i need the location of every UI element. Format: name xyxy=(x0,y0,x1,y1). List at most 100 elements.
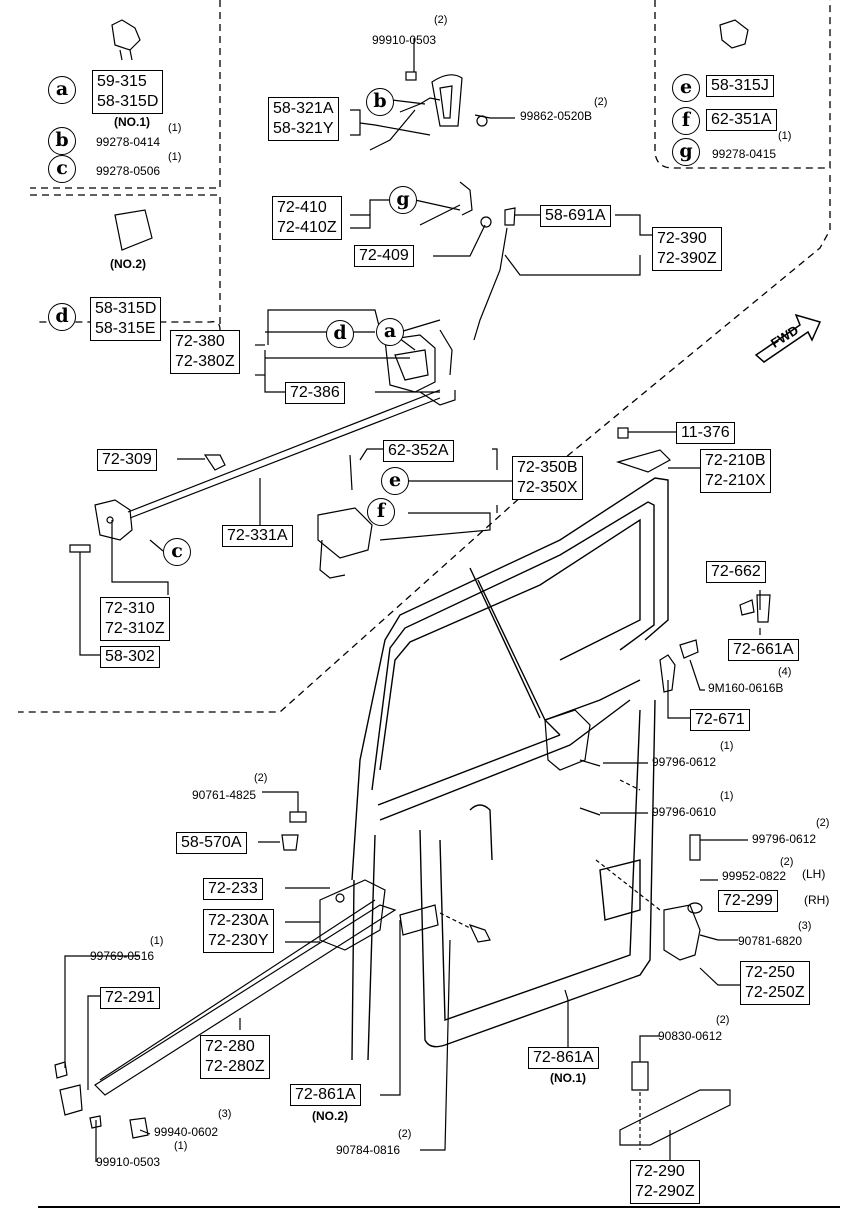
part-58-691A: 58-691A xyxy=(540,205,611,227)
part-box-a: 59-315 58-315D xyxy=(92,70,164,114)
part-72-661A: 72-661A xyxy=(728,639,799,661)
part-72-380: 72-380 72-380Z xyxy=(170,330,240,374)
part-58-302: 58-302 xyxy=(100,646,160,668)
qty-90784: (2) xyxy=(398,1128,412,1140)
part-58-315D-d: 58-315D xyxy=(95,300,157,317)
part-62-352A: 62-352A xyxy=(383,440,454,462)
part-72-230Y: 72-230Y xyxy=(208,932,269,949)
part-72-210B: 72-210B xyxy=(705,452,766,469)
part-72-350: 72-350B 72-350X xyxy=(512,456,583,500)
qty-c: (1) xyxy=(168,151,182,163)
part-72-409: 72-409 xyxy=(354,245,414,267)
qty-99910-bot: (1) xyxy=(174,1140,188,1152)
part-72-280Z: 72-280Z xyxy=(205,1058,265,1075)
qty-9m160: (4) xyxy=(778,666,792,678)
part-72-310Z: 72-310Z xyxy=(105,620,165,637)
part-72-310-a: 72-310 xyxy=(105,600,155,617)
note-rh: (RH) xyxy=(804,893,830,907)
part-72-386: 72-386 xyxy=(285,382,345,404)
part-72-671: 72-671 xyxy=(690,709,750,731)
callout-b-main: b xyxy=(366,88,394,116)
qty-b: (1) xyxy=(168,122,182,134)
part-90761-4825: 90761-4825 xyxy=(192,788,257,802)
callout-b: b xyxy=(48,127,76,155)
note-no1-inset: (NO.1) xyxy=(114,115,150,129)
part-72-280-a: 72-280 xyxy=(205,1038,255,1055)
inset-frames xyxy=(18,0,831,713)
note-lh: (LH) xyxy=(802,867,826,881)
callout-g-inset: g xyxy=(672,138,700,166)
note-no2-main: (NO.2) xyxy=(312,1109,348,1123)
part-99910-0503-bot: 99910-0503 xyxy=(96,1155,161,1169)
part-72-250Z: 72-250Z xyxy=(745,984,805,1001)
part-72-309: 72-309 xyxy=(97,449,157,471)
callout-c-main: c xyxy=(163,538,191,566)
part-72-350B: 72-350B xyxy=(517,459,578,476)
callout-f-main: f xyxy=(367,498,395,526)
qty-99940: (3) xyxy=(218,1108,232,1120)
part-99862-0520B: 99862-0520B xyxy=(520,109,593,123)
part-72-390Z: 72-390Z xyxy=(657,250,717,267)
qty-99796-c: (2) xyxy=(816,817,830,829)
part-99796-0612-a: 99796-0612 xyxy=(652,755,717,769)
part-72-410-a: 72-410 xyxy=(277,199,327,216)
part-72-299: 72-299 xyxy=(718,890,778,912)
part-72-390: 72-390 72-390Z xyxy=(652,227,722,271)
part-99278-0506: 99278-0506 xyxy=(96,164,161,178)
sliding-door-outline xyxy=(351,477,669,1061)
part-99796-0612-c: 99796-0612 xyxy=(752,832,817,846)
part-box-d: 58-315D 58-315E xyxy=(90,297,162,341)
part-72-380Z: 72-380Z xyxy=(175,353,235,370)
part-72-210: 72-210B 72-210X xyxy=(700,449,771,493)
callout-c-inset: c xyxy=(48,155,76,183)
part-58-315J: 58-315J xyxy=(706,75,774,97)
callout-d-main: d xyxy=(326,320,354,348)
part-99952-0822: 99952-0822 xyxy=(722,869,787,883)
part-72-662: 72-662 xyxy=(706,561,766,583)
part-58-315D: 58-315D xyxy=(97,93,159,110)
part-72-331A: 72-331A xyxy=(222,525,293,547)
part-72-250-a: 72-250 xyxy=(745,964,795,981)
part-58-321: 58-321A 58-321Y xyxy=(268,97,339,141)
part-99910-0503-top: 99910-0503 xyxy=(372,33,437,47)
part-72-230A: 72-230A xyxy=(208,912,269,929)
part-90830-0612: 90830-0612 xyxy=(658,1029,723,1043)
part-90781-6820: 90781-6820 xyxy=(738,934,803,948)
part-90784-0816: 90784-0816 xyxy=(336,1143,401,1157)
part-99796-0610: 99796-0610 xyxy=(652,805,717,819)
part-58-321Y: 58-321Y xyxy=(273,120,334,137)
part-72-233: 72-233 xyxy=(203,878,263,900)
note-no1-main: (NO.1) xyxy=(550,1071,586,1085)
part-72-291: 72-291 xyxy=(100,987,160,1009)
part-72-250: 72-250 72-250Z xyxy=(740,961,810,1005)
part-72-280: 72-280 72-280Z xyxy=(200,1035,270,1079)
callout-a-main: a xyxy=(376,318,404,346)
callout-a: a xyxy=(48,76,76,104)
part-58-321A: 58-321A xyxy=(273,100,334,117)
part-72-410Z: 72-410Z xyxy=(277,219,337,236)
callout-g-main: g xyxy=(389,186,417,214)
part-72-380-a: 72-380 xyxy=(175,333,225,350)
part-72-861A-no1: 72-861A xyxy=(528,1047,599,1069)
part-72-310: 72-310 72-310Z xyxy=(100,597,170,641)
qty-99769: (1) xyxy=(150,935,164,947)
part-72-290: 72-290 72-290Z xyxy=(630,1160,700,1204)
part-58-315E: 58-315E xyxy=(95,320,156,337)
callout-e-inset: e xyxy=(672,74,700,102)
qty-90781: (3) xyxy=(798,920,812,932)
part-72-410: 72-410 72-410Z xyxy=(272,196,342,240)
hardware-sketches xyxy=(54,19,771,1146)
note-no2-inset: (NO.2) xyxy=(110,257,146,271)
qty-90830: (2) xyxy=(716,1014,730,1026)
leader-lines xyxy=(64,38,761,1162)
callout-d-inset: d xyxy=(48,303,76,331)
part-72-390-a: 72-390 xyxy=(657,230,707,247)
qty-90761: (2) xyxy=(254,772,268,784)
part-72-230: 72-230A 72-230Y xyxy=(203,909,274,953)
qty-g: (1) xyxy=(778,130,792,142)
part-99769-0516: 99769-0516 xyxy=(90,949,155,963)
part-99940-0602: 99940-0602 xyxy=(154,1125,219,1139)
part-62-351A: 62-351A xyxy=(706,109,777,131)
qty-99952: (2) xyxy=(780,856,794,868)
